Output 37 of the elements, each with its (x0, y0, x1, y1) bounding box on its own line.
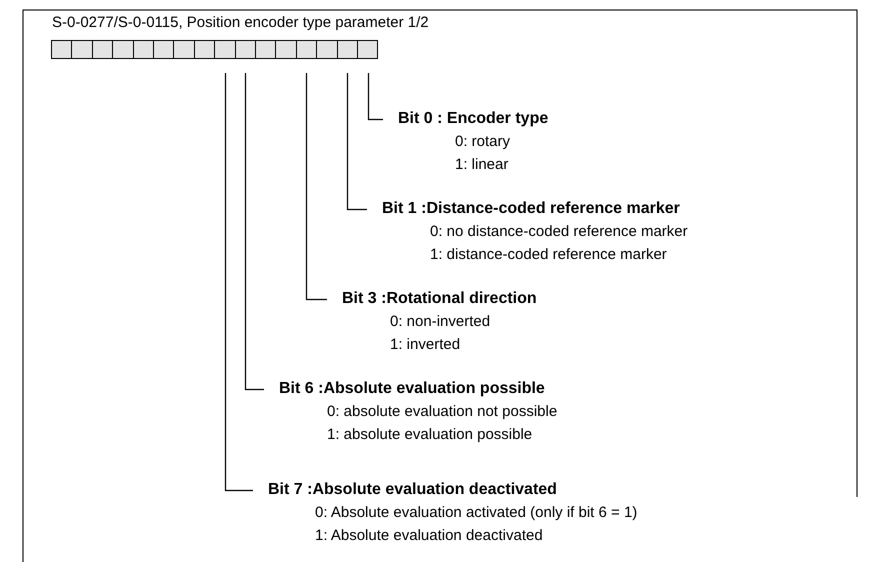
bit-value: 0: no distance-coded reference marker (430, 222, 688, 242)
bit-value: 0: Absolute evaluation activated (only if bit 6 = 1) (315, 503, 638, 523)
bit-cell (51, 40, 72, 59)
leader-line (368, 73, 383, 120)
bit-heading: Bit 1 :Distance-coded reference marker (382, 199, 681, 219)
bit-value: 1: linear (455, 155, 510, 175)
bit-value: 1: absolute evaluation possible (327, 425, 534, 445)
leader-line (306, 73, 327, 300)
bit-heading: Bit 3 :Rotational direction (342, 289, 537, 309)
parameter-title: S-0-0277/S-0-0115, Position encoder type parameter 1/2 (52, 14, 429, 31)
bit-heading: Bit 6 :Absolute evaluation possible (279, 379, 546, 399)
bit-cell (132, 40, 154, 59)
bit-value: 1: inverted (390, 335, 462, 355)
bit-value: 1: distance-coded reference marker (430, 245, 668, 265)
bit-cell (153, 40, 174, 59)
bit-cell (296, 40, 318, 59)
bit-cell (234, 40, 256, 59)
bit-heading: Bit 7 :Absolute evaluation deactivated (268, 480, 558, 500)
leader-line (244, 73, 264, 390)
bit-heading: Bit 0 : Encoder type (398, 109, 548, 129)
bit-cell (357, 40, 378, 59)
bit-cell (316, 40, 338, 59)
bit-value: 0: rotary (455, 132, 512, 152)
bit-cell (112, 40, 134, 59)
bit-cell (71, 40, 93, 59)
bit-cell (275, 40, 297, 59)
bit-value: 1: Absolute evaluation deactivated (315, 526, 544, 546)
bit-cell (173, 40, 195, 59)
leader-line (346, 73, 367, 210)
bit-value: 0: absolute evaluation not possible (327, 402, 558, 422)
bit-cell (92, 40, 114, 59)
bit-cell (336, 40, 358, 59)
leader-line (224, 73, 253, 492)
bit-value: 0: non-inverted (390, 312, 492, 332)
bit-cell (194, 40, 216, 59)
bit-cell (214, 40, 236, 59)
bit-cell (255, 40, 276, 59)
